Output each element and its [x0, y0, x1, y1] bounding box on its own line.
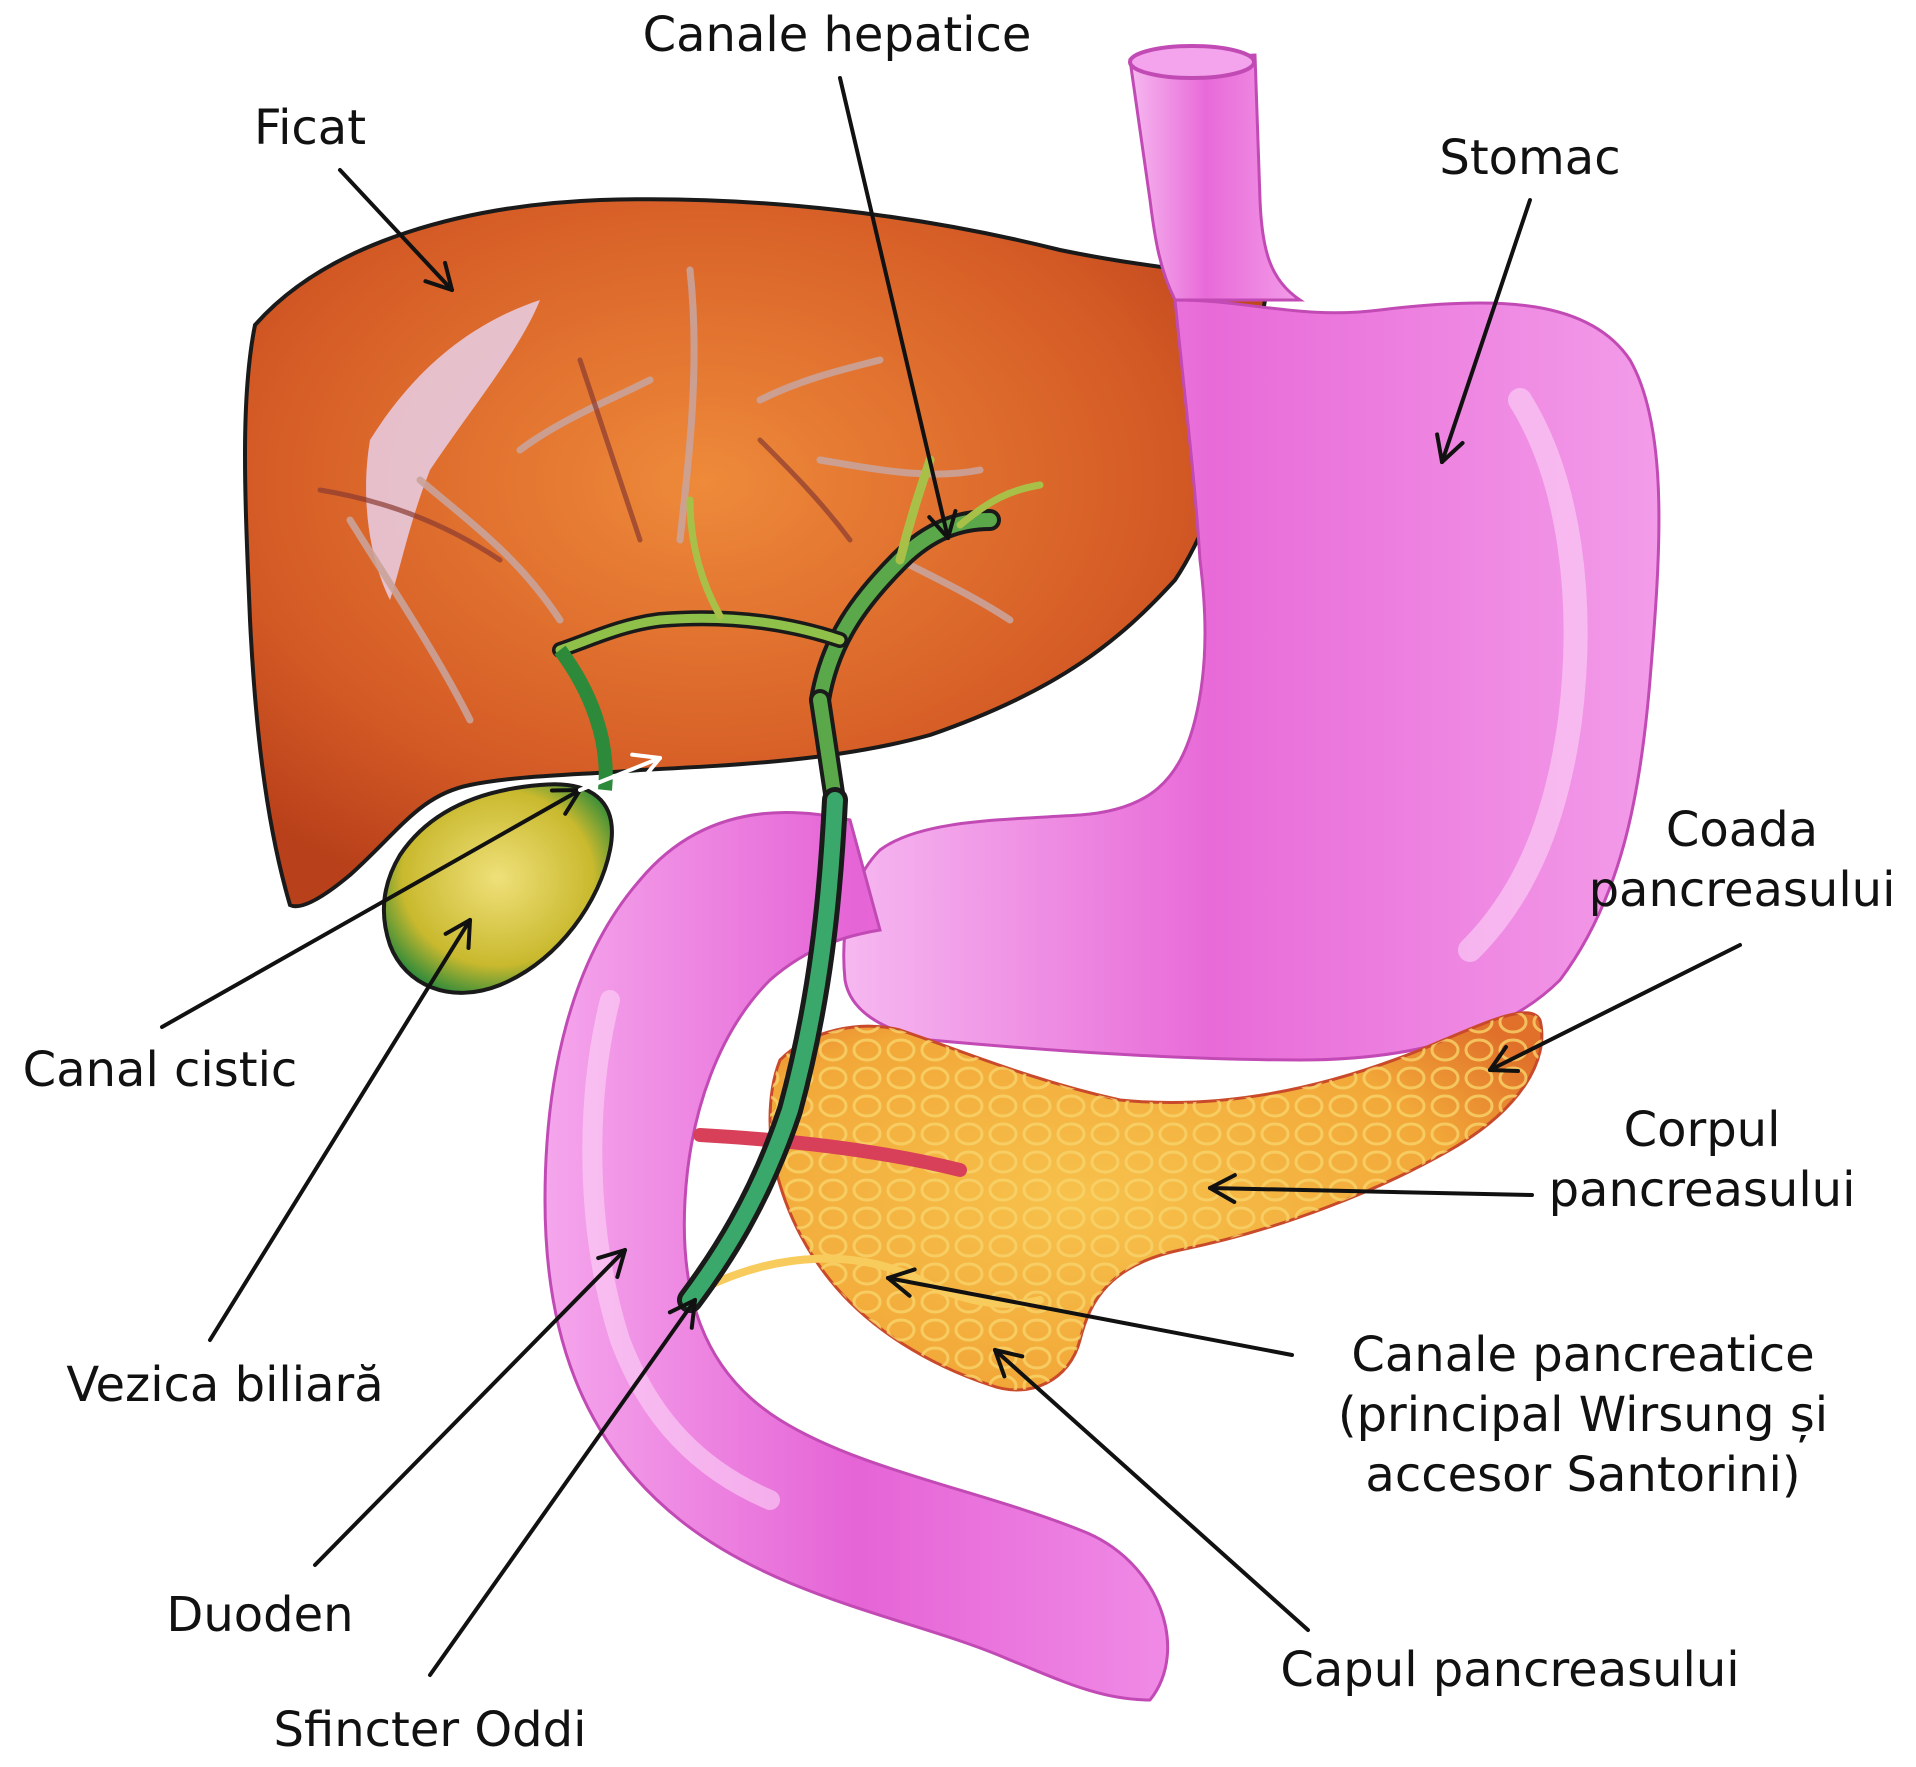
- arrow-pancreas-tail: [1488, 943, 1742, 1074]
- label-pancreas-tail-line2: pancreasului: [1588, 862, 1896, 918]
- pointer-arrows: [160, 76, 1742, 1677]
- label-pancreas-body-line2: pancreasului: [1548, 1162, 1856, 1218]
- label-gallbladder: Vezica biliară: [66, 1357, 384, 1413]
- arrow-cystic-duct-line: [160, 788, 582, 1029]
- label-liver: Ficat: [253, 100, 367, 156]
- gallbladder: [382, 645, 614, 995]
- label-hepatic-ducts: Canale hepatice: [642, 7, 1032, 63]
- arrow-pancreas-head: [993, 1348, 1310, 1632]
- arrow-stomach: [1435, 198, 1532, 464]
- arrow-gallbladder: [208, 918, 472, 1342]
- duodenum: [543, 811, 1170, 1702]
- label-pancreas-head: Capul pancreasului: [1280, 1642, 1740, 1698]
- label-cystic-duct: Canal cistic: [22, 1042, 298, 1098]
- label-sphincter-oddi: Sfincter Oddi: [273, 1702, 587, 1758]
- label-pancreas-body: Corpul pancreasului: [1549, 1100, 1856, 1220]
- label-stomach: Stomac: [1439, 130, 1621, 186]
- arrow-pancreatic-ducts: [886, 1267, 1294, 1357]
- arrow-duodenum: [313, 1248, 627, 1567]
- label-pancreas-tail: Coada pancreasului: [1589, 800, 1896, 920]
- label-pancreatic-ducts: Canale pancreatice (principal Wirsung și…: [1338, 1325, 1828, 1505]
- hepatic-duct-tree: [552, 455, 1044, 811]
- label-pancreatic-ducts-line3: accesor Santorini): [1365, 1447, 1801, 1503]
- stomach: [842, 44, 1661, 1062]
- label-duodenum: Duoden: [166, 1587, 354, 1643]
- liver: [243, 197, 1268, 909]
- label-pancreatic-ducts-line1: Canale pancreatice: [1351, 1327, 1815, 1383]
- arrow-pancreas-body: [1208, 1173, 1534, 1204]
- arrow-sphincter-oddi: [428, 1298, 697, 1677]
- arrow-liver: [338, 168, 454, 292]
- arrow-hepatic-ducts: [838, 76, 958, 540]
- label-pancreas-body-line1: Corpul: [1623, 1102, 1781, 1158]
- arrow-cystic-duct-tip: [578, 752, 662, 792]
- pancreas: [677, 787, 1544, 1392]
- label-pancreas-tail-line1: Coada: [1665, 802, 1819, 858]
- label-pancreatic-ducts-line2: (principal Wirsung și: [1337, 1387, 1829, 1443]
